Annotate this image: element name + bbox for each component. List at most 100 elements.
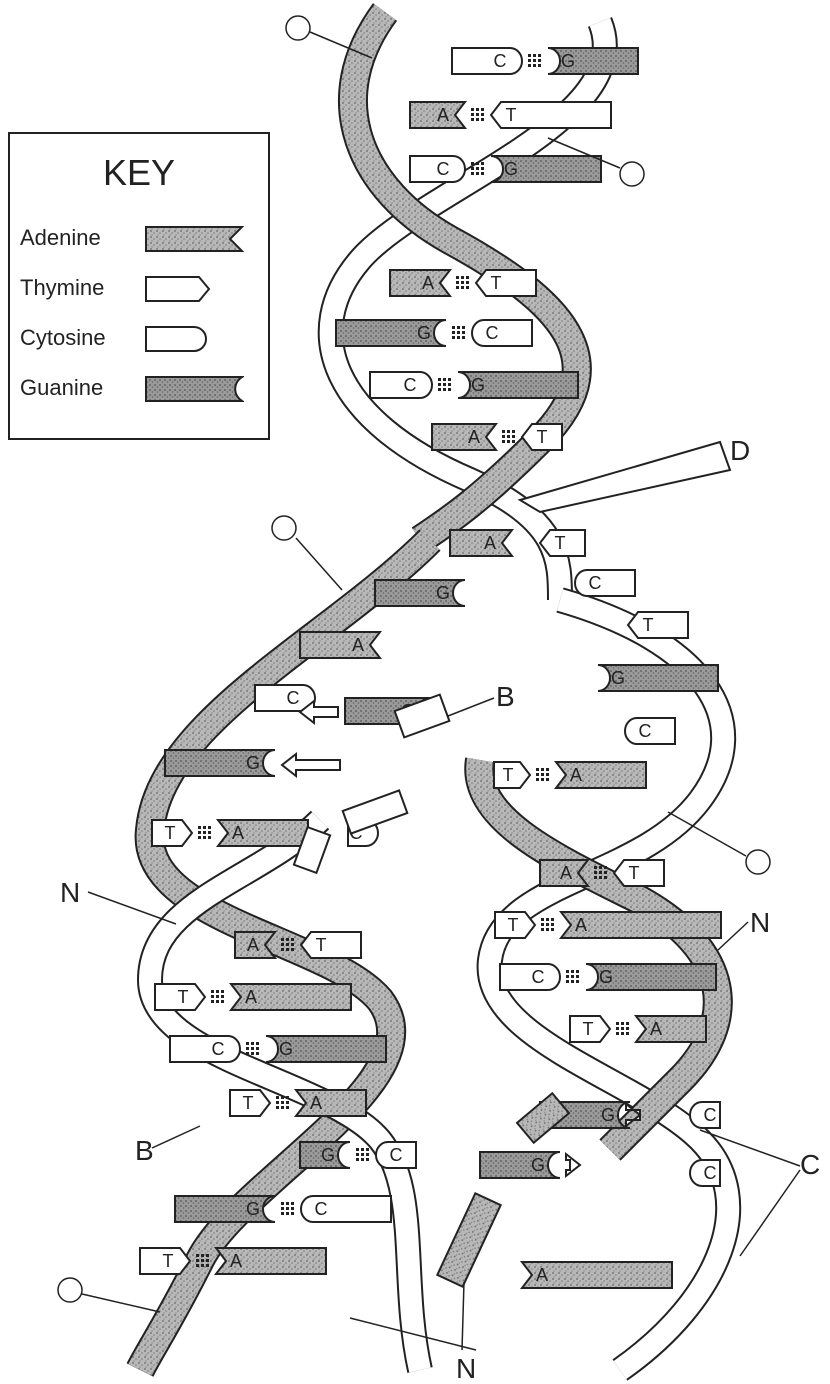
left-pair-3-bond	[246, 1042, 259, 1055]
left-pair-1-right: T	[299, 931, 362, 959]
upper-pair-0-right-letter: G	[561, 51, 575, 71]
label-b-lower: B	[135, 1135, 154, 1166]
separating-right-2: T	[626, 611, 689, 639]
upper-pair-0-right: G	[547, 47, 639, 75]
separating-left-0: A	[449, 529, 515, 557]
right-pair-4-bond	[616, 1022, 629, 1035]
right-pair-3-bond	[566, 970, 579, 983]
upper-pair-0-left: C	[451, 47, 523, 75]
label-o-mid-right-circle	[745, 849, 771, 875]
label-n-left: N	[60, 877, 80, 908]
key-row-adenine: Adenine	[20, 218, 244, 258]
key-label-adenine: Adenine	[20, 225, 101, 250]
right-pair-1-bond	[594, 866, 607, 879]
incoming-base-1-letter: G	[531, 1155, 545, 1175]
upper-pair-6-right-letter: T	[537, 427, 548, 447]
right-pair-2-right-letter: A	[575, 915, 587, 935]
incoming-base-1: G	[479, 1151, 561, 1179]
left-pair-0-left-letter: T	[165, 823, 176, 843]
left-pair-1-left: A	[234, 931, 278, 959]
upper-pair-3-right: T	[474, 269, 537, 297]
right-pair-2-left: T	[494, 911, 537, 939]
upper-pair-6-left-letter: A	[468, 427, 480, 447]
separating-right-3-letter: G	[611, 668, 625, 688]
left-pair-0-left: T	[151, 819, 194, 847]
incoming-backbone-1	[515, 1091, 571, 1145]
left-pair-2-left: T	[154, 983, 207, 1011]
right-pair-0-left: T	[493, 761, 532, 789]
left-pair-4-bond	[276, 1096, 289, 1109]
separating-right-4-letter: C	[639, 721, 652, 741]
separating-right-1-letter: C	[589, 573, 602, 593]
key-legend: KEY Adenine Thymine Cytosine Guanine	[8, 132, 270, 440]
upper-pair-4-right-letter: C	[486, 323, 499, 343]
left-pair-4-right: A	[293, 1089, 367, 1117]
separating-right-4: C	[624, 717, 676, 745]
left-pair-7-left-letter: T	[163, 1251, 174, 1271]
key-row-cytosine: Cytosine	[20, 318, 207, 358]
target-base-1: C	[689, 1159, 721, 1187]
label-o-mid-left-circle	[271, 515, 297, 541]
key-row-guanine: Guanine	[20, 368, 244, 408]
left-pair-3-left: C	[169, 1035, 241, 1063]
left-pair-6-right: C	[300, 1195, 392, 1223]
right-pair-4-left-letter: T	[583, 1019, 594, 1039]
upper-pair-1-right-letter: T	[506, 105, 517, 125]
left-pair-2-left-letter: T	[178, 987, 189, 1007]
upper-pair-2-right-letter: G	[504, 159, 518, 179]
upper-pair-2-left: C	[409, 155, 466, 183]
left-pair-2-right-letter: A	[245, 987, 257, 1007]
arrow-to-c	[298, 698, 339, 726]
left-pair-0-right-letter: A	[232, 823, 244, 843]
separating-left-1-letter: G	[436, 583, 450, 603]
right-pair-2-left-letter: T	[508, 915, 519, 935]
bottom-base: A	[519, 1261, 673, 1289]
left-pair-1-bond	[281, 938, 294, 951]
right-pair-0-right: A	[553, 761, 647, 789]
left-pair-6-left: G	[174, 1195, 276, 1223]
right-pair-3-left-letter: C	[532, 967, 545, 987]
left-pair-5-right-letter: C	[390, 1145, 403, 1165]
right-pair-4-left: T	[569, 1015, 612, 1043]
key-label-cytosine: Cytosine	[20, 325, 106, 350]
upper-pair-5-right: G	[457, 371, 579, 399]
label-o-upper-right-circle	[619, 161, 645, 187]
upper-pair-5-bond	[438, 378, 451, 391]
left-pair-6-bond	[281, 1202, 294, 1215]
upper-pair-5-right-letter: G	[471, 375, 485, 395]
upper-pair-0-left-letter: C	[494, 51, 507, 71]
label-o-bottom-left-circle	[57, 1277, 83, 1303]
right-pair-0-left-letter: T	[503, 765, 514, 785]
separating-left-3-letter: C	[287, 688, 300, 708]
left-pair-2-bond	[211, 990, 224, 1003]
upper-pair-3-left-letter: A	[422, 273, 434, 293]
left-pair-2-right: A	[228, 983, 352, 1011]
key-label-thymine: Thymine	[20, 275, 105, 300]
thymine-symbol-icon	[145, 276, 211, 302]
guanine-symbol-icon	[145, 376, 244, 402]
upper-pair-4-bond	[452, 326, 465, 339]
upper-pair-3-left: A	[389, 269, 453, 297]
left-pair-6-left-letter: G	[246, 1199, 260, 1219]
left-pair-5-bond	[356, 1148, 369, 1161]
key-label-guanine: Guanine	[20, 375, 104, 400]
left-pair-1-right-letter: T	[316, 935, 327, 955]
separating-right-0-letter: T	[555, 533, 566, 553]
left-pair-6-right-letter: C	[315, 1199, 328, 1219]
left-pair-4-left: T	[229, 1089, 272, 1117]
right-pair-0-right-letter: A	[570, 765, 582, 785]
target-base-0: C	[689, 1101, 721, 1129]
separating-left-4: G	[164, 749, 276, 777]
upper-shaded-strand	[337, 3, 592, 553]
enzyme-d-arrow	[517, 440, 732, 514]
right-pair-0-bond	[536, 768, 549, 781]
upper-pair-6-left: A	[431, 423, 499, 451]
adenine-symbol-icon	[145, 226, 244, 252]
key-row-thymine: Thymine	[20, 268, 211, 308]
incoming-arrow-0	[625, 1101, 642, 1129]
upper-pair-0-bond	[528, 54, 541, 67]
right-pair-3-right: G	[585, 963, 717, 991]
label-n-right: N	[750, 907, 770, 938]
left-pair-5-right: C	[375, 1141, 417, 1169]
